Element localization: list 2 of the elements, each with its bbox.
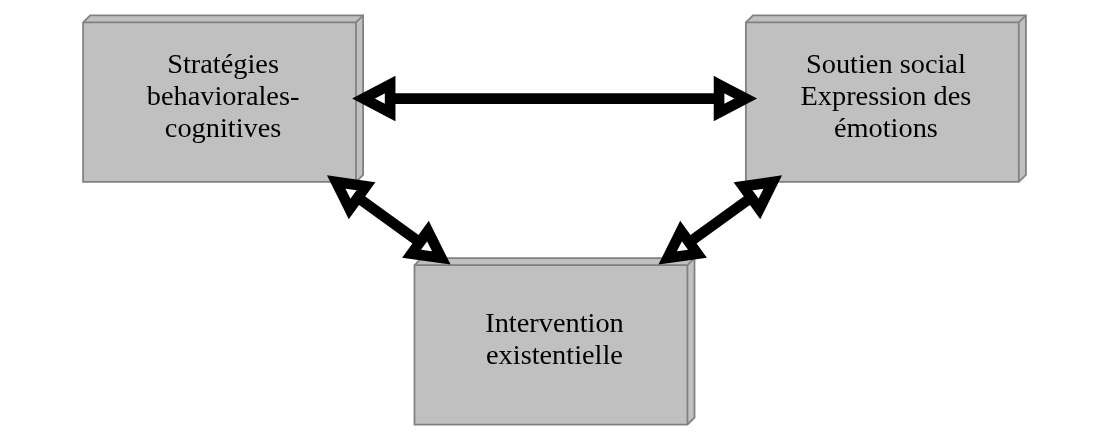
arrow — [352, 75, 758, 122]
arrow — [326, 175, 451, 265]
